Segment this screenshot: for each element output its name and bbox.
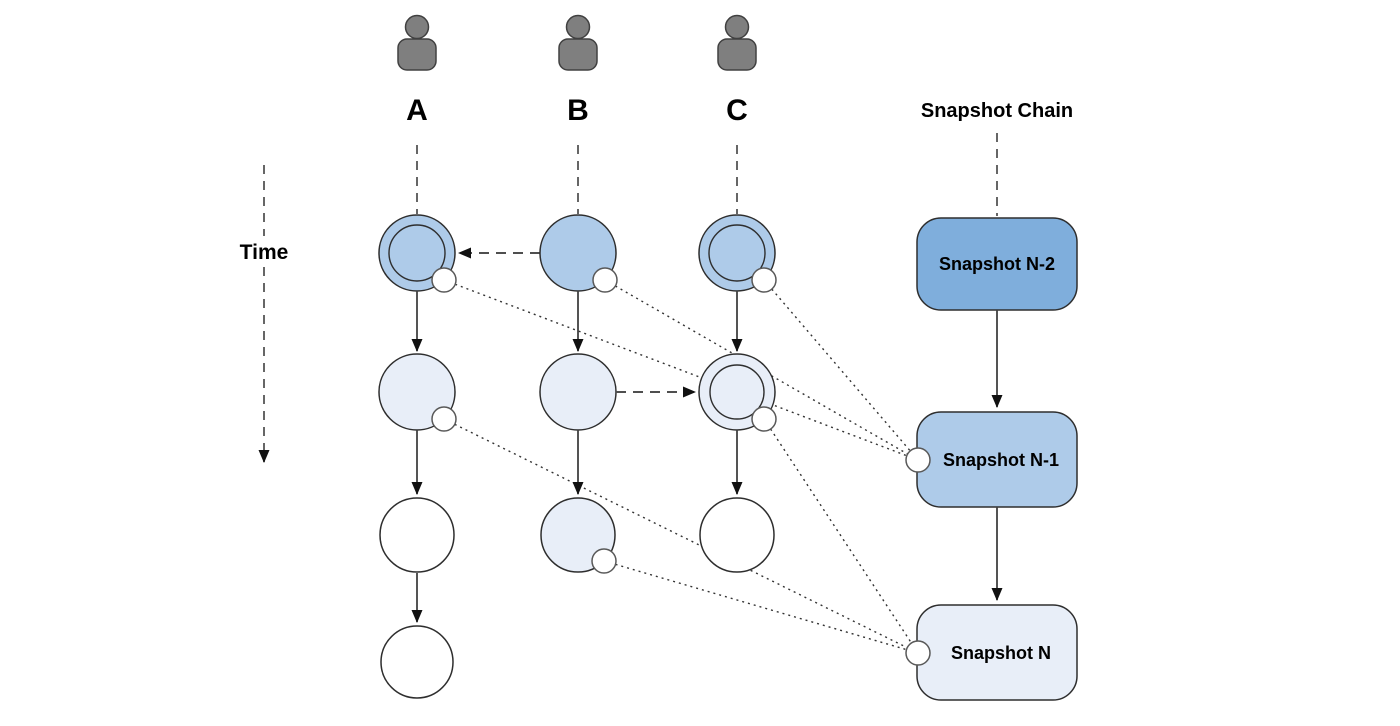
snapshot-n1-port xyxy=(905,447,931,473)
state-c-row1-port xyxy=(751,267,777,293)
state-b-row1-port xyxy=(592,267,618,293)
person-icon-body xyxy=(717,38,757,71)
actor-column-c: C xyxy=(698,14,777,573)
person-icon-head xyxy=(565,14,591,40)
link-a2-to-snapshot-n xyxy=(443,418,919,654)
person-icon-body xyxy=(558,38,598,71)
actor-c-label: C xyxy=(726,94,748,127)
state-b-row2 xyxy=(539,353,617,431)
state-b-row3-port xyxy=(591,548,617,574)
actor-a-label: A xyxy=(406,94,428,127)
state-c-row2-port xyxy=(751,406,777,432)
state-c-row1-ring xyxy=(708,224,766,282)
state-c-row3 xyxy=(699,497,775,573)
link-c2-to-snapshot-n xyxy=(763,418,919,654)
time-axis: Time xyxy=(240,165,289,463)
snapshot-chain: Snapshot Chain Snapshot N-2 Snapshot N-1… xyxy=(905,100,1078,701)
link-a1-to-snapshot-n1 xyxy=(443,279,919,461)
time-label: Time xyxy=(240,241,289,264)
link-c1-to-snapshot-n1 xyxy=(763,279,919,461)
snapshot-n1-label: Snapshot N-1 xyxy=(943,450,1059,470)
person-icon-head xyxy=(724,14,750,40)
snapshot-chain-title: Snapshot Chain xyxy=(921,100,1073,122)
state-a-row2-port xyxy=(431,406,457,432)
state-a-row4 xyxy=(380,625,454,699)
state-c-row2-ring xyxy=(709,364,765,420)
person-icon-head xyxy=(404,14,430,40)
snapshot-n2-label: Snapshot N-2 xyxy=(939,254,1055,274)
actor-column-b: B xyxy=(458,14,696,574)
state-a-row3 xyxy=(379,497,455,573)
person-icon xyxy=(397,14,437,71)
link-b3-to-snapshot-n xyxy=(603,560,919,654)
person-icon xyxy=(717,14,757,71)
person-icon xyxy=(558,14,598,71)
actor-b-label: B xyxy=(567,94,589,127)
state-a-row1-ring xyxy=(388,224,446,282)
actor-column-a: A xyxy=(378,14,457,699)
snapshot-n-port xyxy=(905,640,931,666)
state-a-row1-port xyxy=(431,267,457,293)
provenance-links xyxy=(443,279,919,654)
snapshot-n-label: Snapshot N xyxy=(951,643,1051,663)
person-icon-body xyxy=(397,38,437,71)
